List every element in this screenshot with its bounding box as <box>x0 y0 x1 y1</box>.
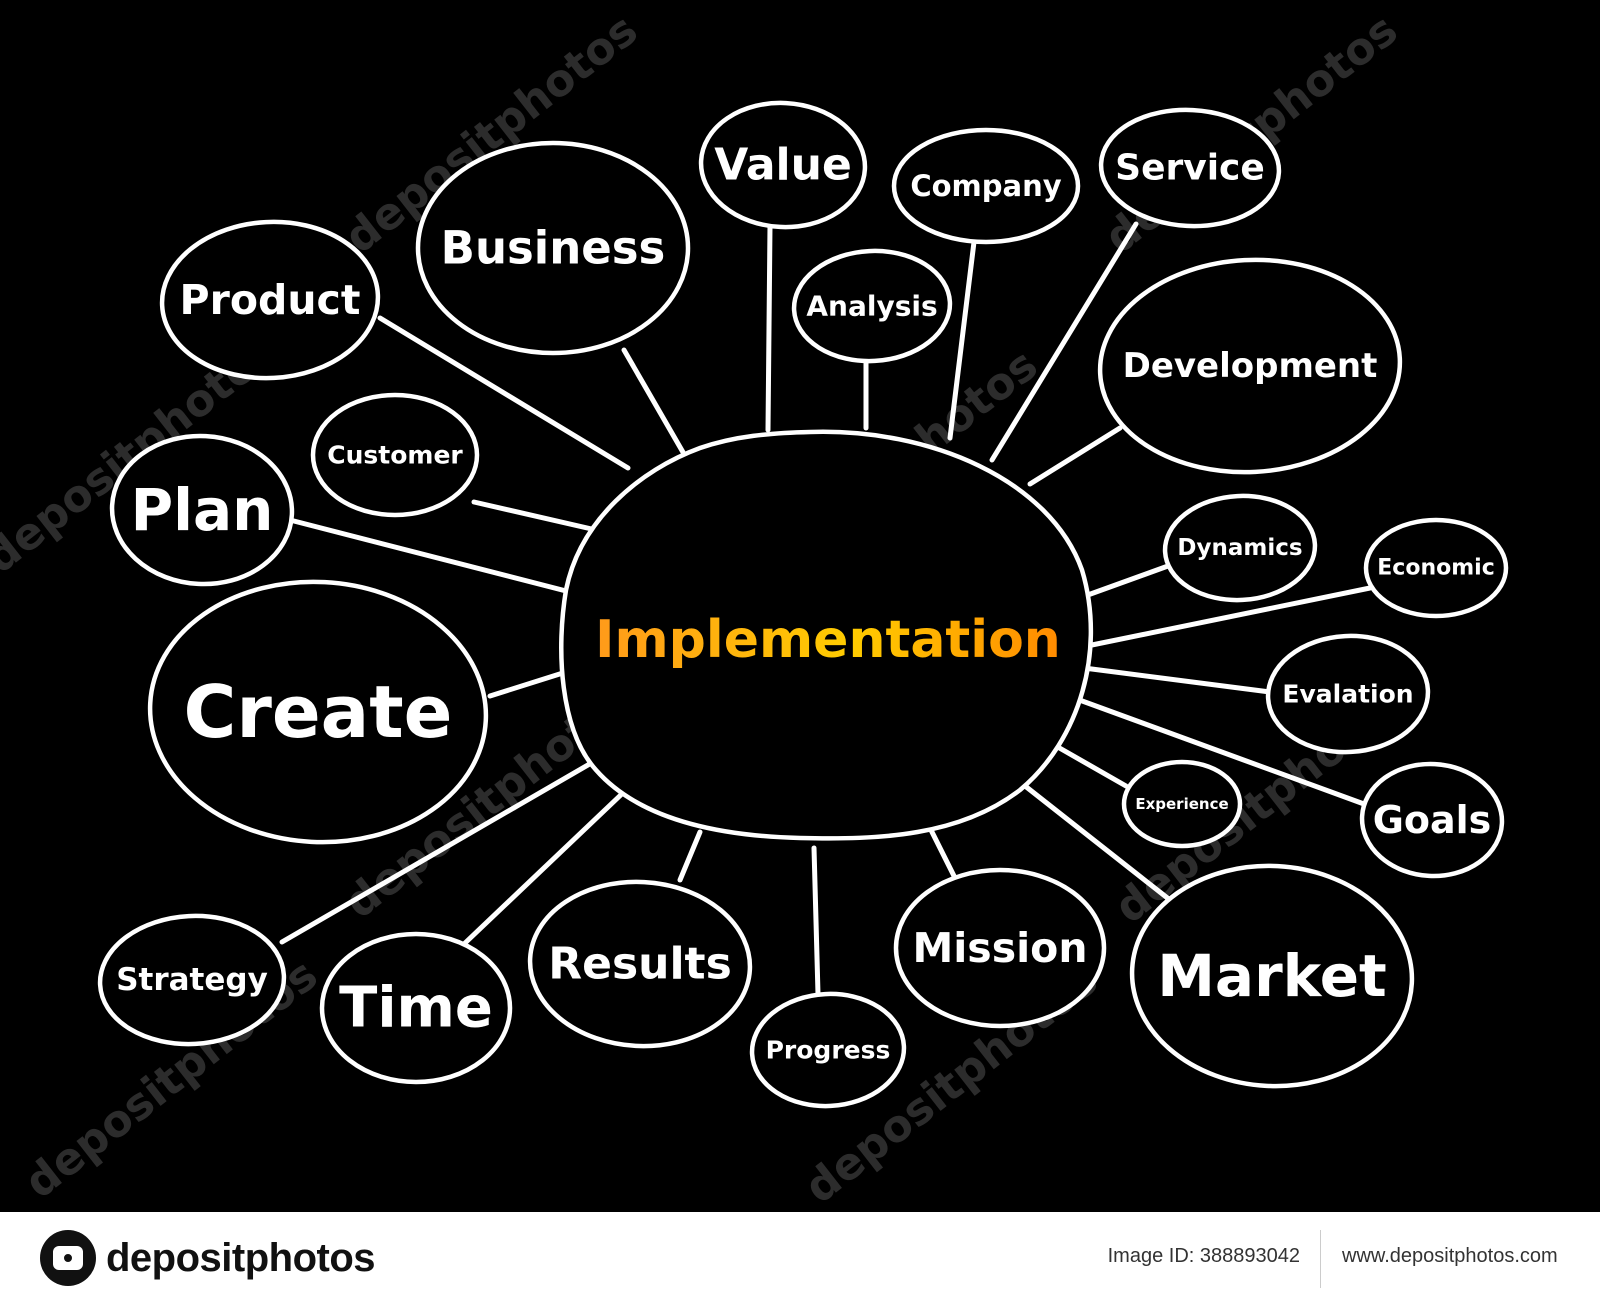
bubble-value <box>698 100 868 230</box>
node-dynamics: Dynamics <box>1162 493 1318 603</box>
bubble-results <box>527 879 753 1049</box>
node-strategy: Strategy <box>97 913 287 1047</box>
connector-development <box>1027 425 1123 487</box>
bubble-service <box>1098 107 1282 229</box>
center-node: Implementation <box>559 429 1094 841</box>
node-plan: Plan <box>109 433 295 587</box>
connector-company <box>947 239 977 441</box>
label-company: Company <box>910 169 1061 203</box>
bubble-strategy <box>97 913 287 1047</box>
connector-product <box>377 315 631 471</box>
connector-results <box>677 829 703 883</box>
bubble-product <box>159 219 381 381</box>
node-customer: Customer <box>310 392 480 518</box>
brand-name: depositphotos <box>106 1235 376 1280</box>
connector-layer <box>279 221 1373 997</box>
label-value: Value <box>714 140 852 191</box>
bubble-goals <box>1359 761 1505 879</box>
node-product: Product <box>159 219 381 381</box>
connector-progress <box>811 845 821 997</box>
connector-value <box>765 223 773 433</box>
label-mission: Mission <box>912 924 1087 972</box>
bubble-create <box>147 579 489 845</box>
connector-dynamics <box>1082 563 1171 599</box>
label-customer: Customer <box>327 441 463 470</box>
label-service: Service <box>1115 148 1265 189</box>
brand-logo[interactable]: depositphotos <box>40 1230 376 1286</box>
node-service: Service <box>1098 107 1282 229</box>
label-plan: Plan <box>131 476 274 544</box>
node-analysis: Analysis <box>791 248 953 364</box>
label-goals: Goals <box>1373 798 1492 842</box>
label-results: Results <box>548 939 732 990</box>
connector-customer <box>471 499 599 533</box>
connector-create <box>487 669 569 699</box>
node-experience: Experience <box>1121 759 1243 849</box>
bubble-progress <box>749 991 907 1109</box>
node-goals: Goals <box>1359 761 1505 879</box>
bubble-evalation <box>1265 633 1431 755</box>
bubble-development <box>1097 257 1403 475</box>
label-experience: Experience <box>1135 795 1228 813</box>
label-dynamics: Dynamics <box>1177 535 1302 561</box>
node-time: Time <box>319 931 513 1085</box>
label-progress: Progress <box>766 1036 891 1065</box>
footer-divider <box>1320 1230 1321 1288</box>
bubble-customer <box>310 392 480 518</box>
bubble-dynamics <box>1162 493 1318 603</box>
bubble-market <box>1129 863 1415 1089</box>
label-analysis: Analysis <box>806 290 937 323</box>
bubble-economic <box>1363 517 1509 619</box>
connector-time <box>461 787 629 947</box>
bubble-company <box>891 127 1081 245</box>
node-mission: Mission <box>893 867 1107 1029</box>
bubble-experience <box>1121 759 1243 849</box>
center-label: Implementation <box>595 610 1061 670</box>
connector-economic <box>1084 585 1373 649</box>
label-economic: Economic <box>1377 556 1494 581</box>
node-progress: Progress <box>749 991 907 1109</box>
connector-strategy <box>279 755 603 945</box>
connector-goals <box>1071 695 1367 807</box>
connector-evalation <box>1081 665 1273 695</box>
connector-service <box>989 221 1139 463</box>
bubble-mission <box>893 867 1107 1029</box>
node-evalation: Evalation <box>1265 633 1431 755</box>
connector-mission <box>927 825 957 879</box>
camera-icon <box>40 1230 96 1286</box>
bubble-business <box>415 140 691 356</box>
label-time: Time <box>339 976 493 1041</box>
label-create: Create <box>183 670 452 754</box>
footer-bar: depositphotos Image ID: 388893042 www.de… <box>0 1212 1600 1309</box>
bubble-plan <box>109 433 295 587</box>
label-business: Business <box>441 222 666 275</box>
node-business: Business <box>415 140 691 356</box>
image-id-label: Image ID: 388893042 <box>1107 1245 1300 1267</box>
bubble-time <box>319 931 513 1085</box>
connector-plan <box>287 517 573 595</box>
label-development: Development <box>1123 346 1378 386</box>
connector-market <box>1017 779 1173 903</box>
label-evalation: Evalation <box>1282 680 1413 709</box>
center-bubble <box>559 429 1094 841</box>
node-market: Market <box>1129 863 1415 1089</box>
node-create: Create <box>147 579 489 845</box>
label-strategy: Strategy <box>116 962 268 998</box>
connector-business <box>621 347 687 457</box>
node-development: Development <box>1097 257 1403 475</box>
node-results: Results <box>527 879 753 1049</box>
label-market: Market <box>1157 942 1387 1010</box>
node-company: Company <box>891 127 1081 245</box>
site-url-link[interactable]: www.depositphotos.com <box>1342 1245 1558 1267</box>
node-value: Value <box>698 100 868 230</box>
label-product: Product <box>180 276 361 324</box>
connector-experience <box>1053 743 1129 789</box>
bubble-analysis <box>791 248 953 364</box>
node-economic: Economic <box>1363 517 1509 619</box>
